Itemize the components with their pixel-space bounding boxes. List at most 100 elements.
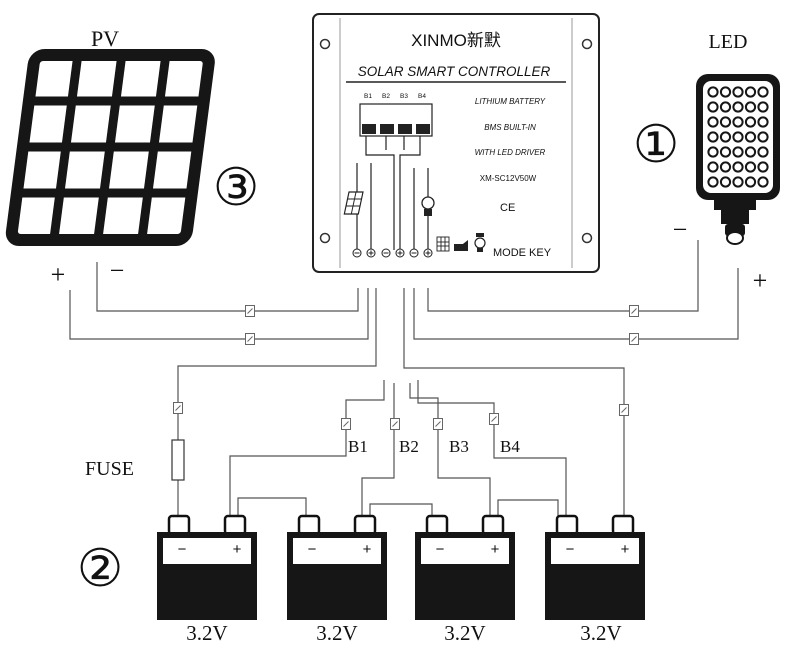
port-label: B4 <box>418 93 426 100</box>
wire-series-1-2 <box>237 497 307 520</box>
step-marker-3: ③ <box>213 160 260 217</box>
battery-minus-label: − <box>436 541 445 558</box>
port-label: B1 <box>364 93 372 100</box>
wire-b2 <box>361 383 395 520</box>
led-dot <box>744 146 757 158</box>
b3-label: B3 <box>449 437 469 456</box>
b4-label: B4 <box>500 437 520 456</box>
battery-bank: − + − + − + − + 3.2V 3.2V 3.2V 3.2V <box>157 514 645 645</box>
fuse-icon <box>171 439 185 481</box>
battery-voltage: 3.2V <box>444 621 485 645</box>
bulb-icon <box>421 196 435 216</box>
led-dot <box>707 116 719 128</box>
led-dot <box>732 176 744 188</box>
battery-minus-label: − <box>178 541 187 558</box>
connector-icon <box>245 305 255 317</box>
led-lamp-icon <box>696 74 780 245</box>
connector-icon <box>619 404 629 416</box>
wire-battery-positive <box>403 288 625 520</box>
led-dot <box>757 176 769 188</box>
led-dot <box>707 176 719 188</box>
battery-plus-label: + <box>363 541 372 558</box>
solar-panel-icon <box>343 191 364 215</box>
led-label: LED <box>709 31 748 53</box>
fuse-label: FUSE <box>85 458 134 480</box>
b2-label: B2 <box>399 437 419 456</box>
battery-plus-label: + <box>233 541 242 558</box>
led-dot <box>732 146 744 158</box>
led-dot <box>719 176 732 188</box>
connector-icon <box>245 333 255 345</box>
wire-series-3-4 <box>497 499 559 520</box>
connector-icon <box>341 418 351 430</box>
battery-minus-label: − <box>308 541 317 558</box>
led-dot <box>757 101 769 113</box>
led-dot <box>744 116 757 128</box>
feature-text: WITH LED DRIVER <box>475 148 546 157</box>
connector-icon <box>489 413 499 425</box>
led-dot <box>732 101 744 113</box>
step-marker-1: ① <box>633 117 680 174</box>
pv-minus-label: − <box>110 256 125 285</box>
led-dot <box>732 161 744 173</box>
led-dot <box>719 86 732 98</box>
wires <box>69 240 739 522</box>
battery-voltage: 3.2V <box>580 621 621 645</box>
balance-ports <box>356 103 433 250</box>
led-dot <box>732 116 744 128</box>
brand-text: XINMO新默 <box>411 31 501 50</box>
battery-voltage: 3.2V <box>316 621 357 645</box>
connector-icon <box>629 333 639 345</box>
solar-panel-icon <box>436 236 450 252</box>
pv-plus-label: + <box>51 260 66 289</box>
led-dot <box>707 146 719 158</box>
battery-1 <box>157 514 257 620</box>
led-dot <box>707 131 719 143</box>
led-dot <box>719 146 732 158</box>
port-label: B2 <box>382 93 390 100</box>
connector-icon <box>629 305 639 317</box>
led-minus-label: − <box>673 215 688 244</box>
controller-title: SOLAR SMART CONTROLLER <box>358 64 551 79</box>
led-dot <box>744 131 757 143</box>
solar-panel <box>5 49 215 246</box>
step-marker-2: ② <box>77 541 124 598</box>
led-dot <box>732 86 744 98</box>
battery-3 <box>415 514 515 620</box>
connector-icon <box>173 402 183 414</box>
battery-icon <box>454 240 468 251</box>
feature-text: BMS BUILT-IN <box>484 123 536 132</box>
wire-b4 <box>417 380 567 520</box>
led-dot <box>757 116 769 128</box>
connector-icon <box>390 418 400 430</box>
led-dot <box>744 176 757 188</box>
led-dot <box>719 116 732 128</box>
port-label: B3 <box>400 93 408 100</box>
led-plus-label: + <box>753 266 768 295</box>
bulb-icon <box>474 233 486 252</box>
wire-b3 <box>409 383 491 520</box>
connector-icon <box>433 418 443 430</box>
led-dot <box>744 161 757 173</box>
led-dot <box>707 161 719 173</box>
led-dot <box>732 131 744 143</box>
led-dot <box>719 131 732 143</box>
wire-series-2-3 <box>369 503 433 520</box>
led-dot <box>757 86 769 98</box>
controller-box: B1 B2 B3 B4 <box>312 13 600 273</box>
battery-minus-label: − <box>566 541 575 558</box>
ce-mark: CE <box>500 202 515 214</box>
led-dot <box>707 86 719 98</box>
battery-voltage: 3.2V <box>186 621 227 645</box>
led-dot <box>757 146 769 158</box>
wire-led-positive <box>413 268 739 340</box>
led-dot <box>719 101 732 113</box>
led-dot <box>744 86 757 98</box>
pv-label: PV <box>91 26 119 51</box>
model-text: XM-SC12V50W <box>480 174 537 183</box>
battery-4 <box>545 514 645 620</box>
mode-key-icons <box>436 233 486 252</box>
led-dot <box>757 131 769 143</box>
mode-key-label: MODE KEY <box>493 247 552 259</box>
led-dot <box>719 161 732 173</box>
